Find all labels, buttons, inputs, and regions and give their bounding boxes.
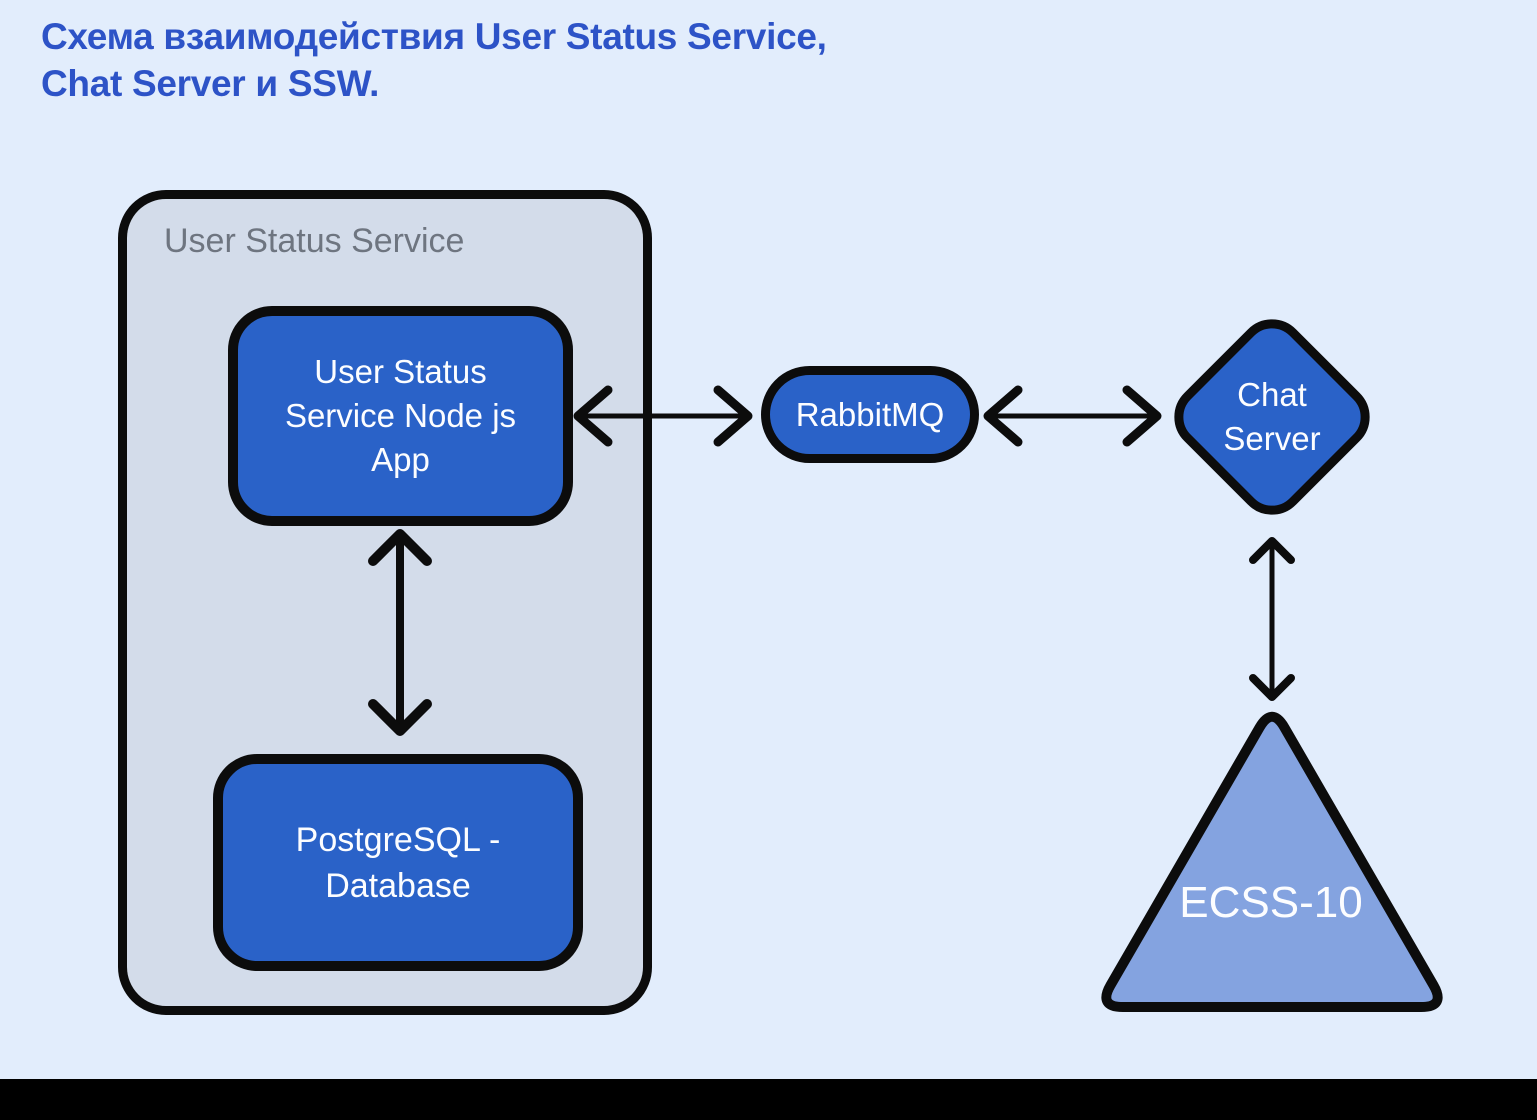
postgres-label-line1: PostgreSQL - bbox=[295, 820, 501, 859]
chat-server-label-line1: Chat bbox=[1237, 376, 1307, 413]
chat-server-label-line2: Server bbox=[1223, 420, 1321, 457]
postgres-box: PostgreSQL - Database bbox=[213, 754, 583, 971]
node-app-box: User Status Service Node js App bbox=[228, 306, 573, 526]
arrow-rabbitmq-chatserver bbox=[983, 385, 1162, 447]
arrow-chatserver-ecss10 bbox=[1249, 537, 1295, 701]
user-status-service-container-label: User Status Service bbox=[164, 222, 465, 260]
node-app-label-line3: App bbox=[371, 441, 430, 478]
node-app-label-line2: Service Node js bbox=[284, 397, 517, 434]
page-title-line1: Схема взаимодействия User Status Service… bbox=[41, 16, 827, 57]
rabbitmq-label: RabbitMQ bbox=[795, 395, 945, 433]
postgres-label-line2: Database bbox=[325, 866, 471, 905]
page-title: Схема взаимодействия User Status Service… bbox=[41, 13, 1141, 107]
ecss10-triangle-node: ECSS-10 bbox=[1101, 711, 1443, 1012]
bottom-bar bbox=[0, 1079, 1537, 1120]
chat-server-label: Chat Server bbox=[1182, 362, 1362, 472]
rabbitmq-pill: RabbitMQ bbox=[761, 366, 979, 463]
arrow-nodeapp-rabbitmq bbox=[573, 385, 753, 447]
node-app-label-line1: User Status bbox=[314, 353, 487, 390]
page-title-line2: Chat Server и SSW. bbox=[41, 63, 380, 104]
ecss10-triangle-label: ECSS-10 bbox=[1179, 878, 1362, 927]
arrow-nodeapp-postgres bbox=[368, 529, 432, 736]
